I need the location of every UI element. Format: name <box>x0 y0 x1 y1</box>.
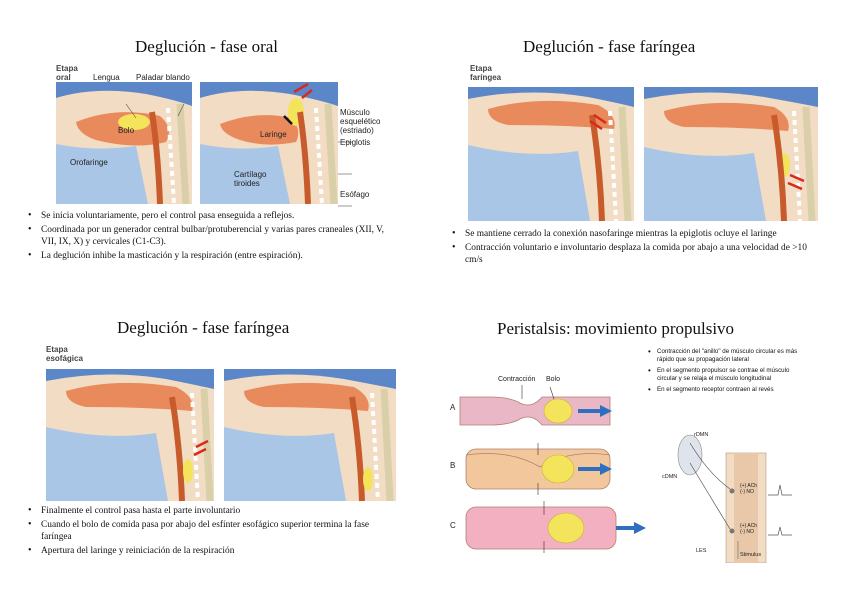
bullet-item: Se mantiene cerrado la conexión nasofari… <box>452 228 822 240</box>
esophageal-phase-figure <box>46 369 396 502</box>
tube-row-b <box>465 443 612 495</box>
label-bolo: Bolo <box>118 126 135 135</box>
bolus-shape <box>118 114 150 130</box>
label-laringe: Laringe <box>260 130 287 139</box>
bullet-list: Se mantiene cerrado la conexión nasofari… <box>452 228 822 268</box>
slide-title: Peristalsis: movimiento propulsivo <box>497 319 735 338</box>
row-label-b: B <box>450 461 456 470</box>
bullet-item: Apertura del laringe y reiniciación de l… <box>28 545 398 557</box>
bullet-item: Contracción voluntario e involuntario de… <box>452 242 822 266</box>
bullet-item: La deglución inhibe la masticación y la … <box>28 250 398 262</box>
esophageal-frame-right <box>224 369 396 502</box>
stage-label: Etapa oral <box>56 64 78 82</box>
label-cartilago: Cartílago tiroides <box>234 170 267 188</box>
slide-title: Deglución - fase oral <box>135 37 279 56</box>
label-stimulus: Stimulus <box>740 552 762 558</box>
pharyngeal-frame-left <box>468 87 634 222</box>
stage-label: Etapa esofágica <box>46 345 83 363</box>
label-paladar: Paladar blando <box>136 73 190 82</box>
tube-row-a <box>459 385 612 426</box>
label-epiglotis: Epiglotis <box>340 138 371 147</box>
row-label-a: A <box>450 403 456 412</box>
slide-title: Deglución - fase faríngea <box>523 37 696 56</box>
pharyngeal-phase-figure <box>468 87 818 222</box>
label-musculo: Músculo esquelético (estriado) <box>340 108 381 135</box>
slide-peristalsis: Peristalsis: movimiento propulsivo <box>440 315 840 585</box>
label-cdmn: cDMN <box>662 474 678 480</box>
bullet-item: Coordinada por un generador central bulb… <box>28 224 398 248</box>
neural-control-diagram <box>677 434 792 563</box>
bullet-item: Cuando el bolo de comida pasa por abajo … <box>28 519 398 543</box>
slide-fase-faringea: Deglución - fase faríngea Etapa faríngea… <box>440 30 840 290</box>
oral-phase-figure <box>56 82 352 207</box>
row-label-c: C <box>450 521 456 530</box>
slide-title: Deglución - fase faríngea <box>117 318 290 337</box>
label-rdmn: rDMN <box>694 432 709 438</box>
bullet-item: Finalmente el control pasa hasta el part… <box>28 505 398 517</box>
label-orofaringe: Orofaringe <box>70 158 108 167</box>
slide-fase-oral: Deglución - fase oral <box>20 30 420 290</box>
bullet-list: Se inicia voluntariamente, pero el contr… <box>28 210 398 264</box>
label-contraccion: Contracción <box>498 376 536 383</box>
pharyngeal-frame-right <box>644 87 818 222</box>
label-bolo: Bolo <box>546 376 561 383</box>
bullet-item: En el segmento propulsor se contrae el m… <box>648 367 798 383</box>
label-les: LES <box>696 548 707 554</box>
tube-row-c <box>465 501 646 553</box>
label-lengua: Lengua <box>93 73 120 82</box>
label-esofago: Esófago <box>340 190 370 199</box>
oral-frame-left <box>56 82 192 205</box>
stage-label: Etapa faríngea <box>470 64 502 82</box>
esophageal-frame-left <box>46 369 214 502</box>
bullet-list: Finalmente el control pasa hasta el part… <box>28 505 398 559</box>
bullet-item: Se inicia voluntariamente, pero el contr… <box>28 210 398 222</box>
bullet-list: Contracción del "anillo" de músculo circ… <box>648 348 798 397</box>
bullet-item: Contracción del "anillo" de músculo circ… <box>648 348 798 364</box>
oral-frame-right <box>200 82 338 205</box>
slide-fase-esofagica: Deglución - fase faríngea Etapa esofágic… <box>20 315 420 585</box>
label-ach-bottom: (+) ACh (-) NO <box>740 523 758 535</box>
label-ach-top: (+) ACh (-) NO <box>740 483 758 495</box>
peristalsis-figure <box>459 385 646 553</box>
bullet-item: En el segmento receptor contraen al revé… <box>648 386 798 394</box>
